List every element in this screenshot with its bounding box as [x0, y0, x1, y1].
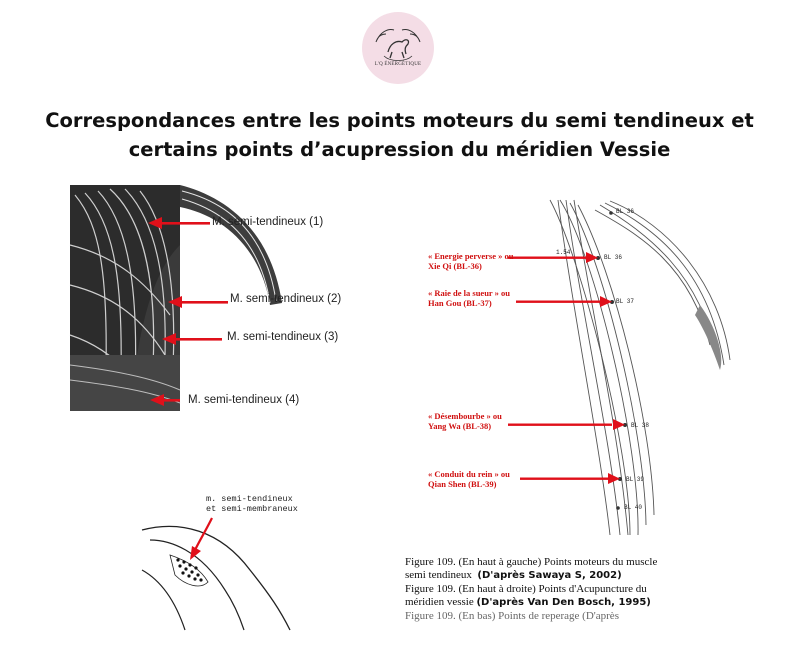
- point-label-bl40: BL 40: [624, 504, 643, 511]
- motor-points-figure: M. semi-tendineux (1) M. semi-tendineux …: [69, 185, 390, 425]
- point-label-bl36-top: BL 36: [616, 208, 635, 215]
- caption-line-3: Figure 109. (En haut à droite) Points d'…: [405, 582, 647, 595]
- motor-point-label-2: M. semi-tendineux (2): [230, 293, 342, 305]
- horse-hands-logo-icon: [375, 29, 421, 61]
- caption-line-5-cut: Figure 109. (En bas) Points de reperage …: [405, 609, 619, 622]
- motor-point-label-1: M. semi-tendineux (1): [212, 216, 324, 228]
- cross-section-label-line-1: m. semi-tendineux: [206, 494, 293, 504]
- cross-section-illustration: [141, 517, 291, 631]
- meridian-illustration: [508, 199, 731, 536]
- cross-section-label-line-2: et semi-membraneux: [206, 504, 298, 514]
- caption-line-1: Figure 109. (En haut à gauche) Points mo…: [405, 556, 658, 568]
- point-label-bl36: BL 36: [604, 254, 623, 261]
- logo-text: L'Q ÉNERGÉTIQUE: [374, 62, 422, 67]
- point-label-bl39: BL 39: [626, 476, 645, 483]
- thigh-muscle-illustration: [69, 185, 282, 411]
- caption-source-van-den-bosch: (D'après Van Den Bosch, 1995): [476, 597, 651, 609]
- brand-logo: L'Q ÉNERGÉTIQUE: [362, 12, 434, 84]
- motor-point-label-4: M. semi-tendineux (4): [188, 394, 300, 406]
- figure-caption: Figure 109. (En haut à gauche) Points mo…: [405, 556, 735, 622]
- point-label-bl38: BL 38: [631, 422, 650, 429]
- cross-section-figure: m. semi-tendineux et semi-membraneux: [140, 490, 380, 631]
- title-line-2: certains points d’acupression du méridie…: [128, 138, 671, 161]
- title-line-1: Correspondances entre les points moteurs…: [45, 109, 754, 132]
- caption-line-2: semi tendineux (D'après Sawaya S, 2002): [405, 569, 622, 582]
- page-title: Correspondances entre les points moteurs…: [0, 106, 799, 164]
- motor-point-label-3: M. semi-tendineux (3): [227, 331, 339, 343]
- acupressure-points-figure: BL 36 1.54 BL 36 BL 37 BL 38 BL 39 BL 40…: [420, 195, 750, 540]
- caption-line-4: méridien vessie (D'après Van Den Bosch, …: [405, 596, 651, 609]
- point-label-154: 1.54: [556, 249, 571, 256]
- point-label-bl37: BL 37: [616, 298, 635, 305]
- caption-source-sawaya: (D'après Sawaya S, 2002): [477, 570, 622, 582]
